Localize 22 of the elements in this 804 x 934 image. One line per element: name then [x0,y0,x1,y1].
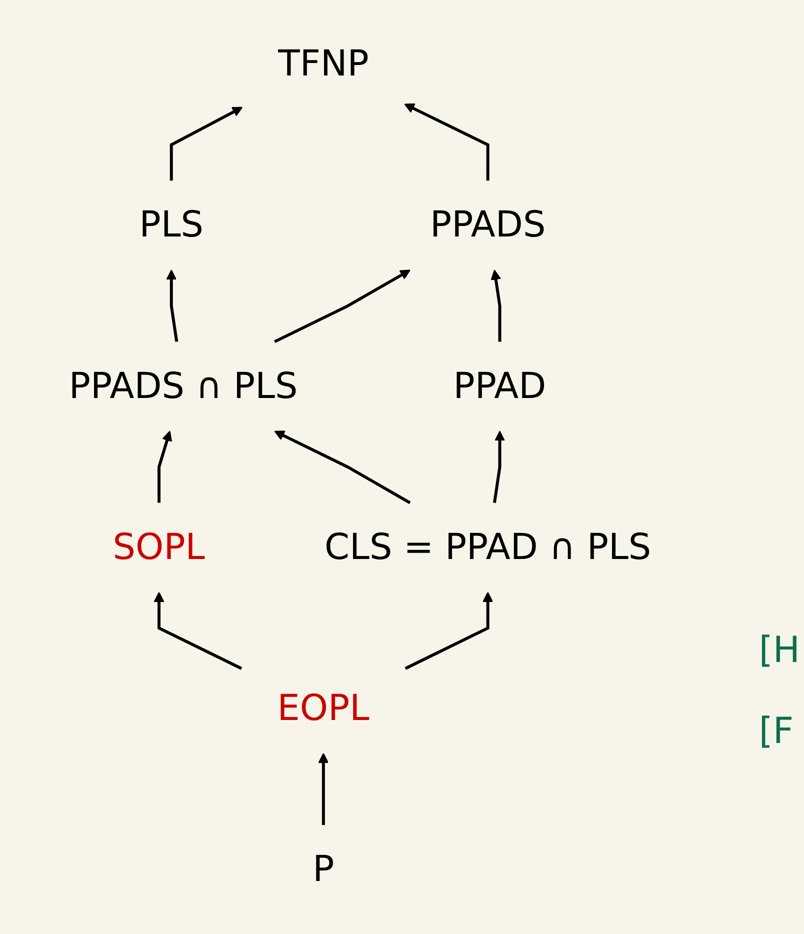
arrow [274,430,411,504]
arrow [493,430,506,504]
arrow [318,752,329,825]
node-text: PPAD [453,366,546,408]
arrow [154,592,242,670]
node-text: EOPL [277,688,370,730]
node-text: PPADS ∩ PLS [68,366,298,408]
note-text: [F [758,711,795,752]
arrow [490,270,502,342]
node-text: PPADS [430,204,546,246]
node-text: TFNP [278,43,369,86]
node-text: P [312,848,334,891]
arrow [170,106,243,181]
node-text: PLS [139,204,204,246]
arrow [404,104,490,181]
arrow [274,270,410,344]
arrow [404,592,494,670]
arrow [166,270,178,342]
node-text: SOPL [112,526,206,568]
arrow [158,430,172,503]
node-text: CLS = PPAD ∩ PLS [324,526,652,568]
note-text: [H [758,630,800,671]
